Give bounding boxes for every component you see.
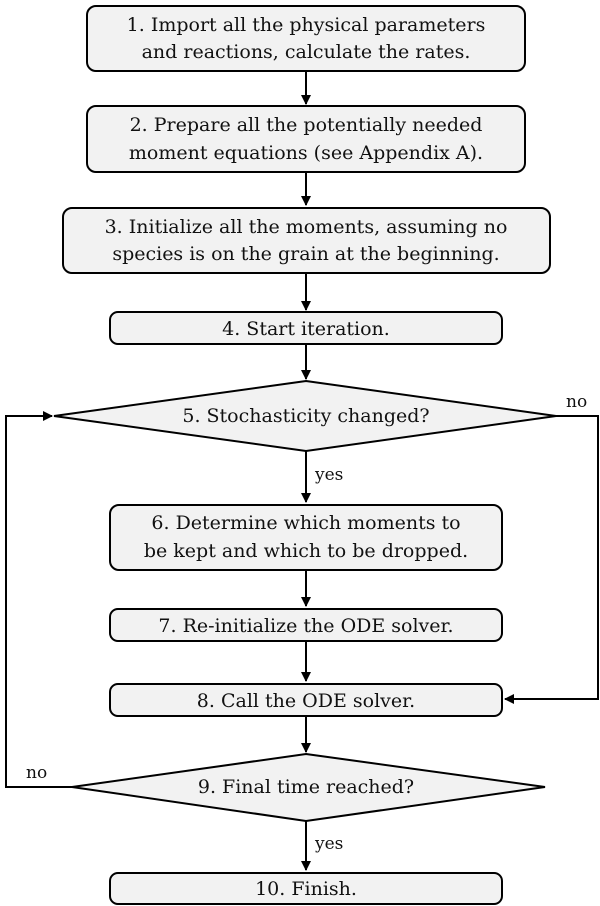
- step-3: 3. Initialize all the moments, assuming …: [62, 207, 551, 274]
- decision-5: 5. Stochasticity changed?: [53, 379, 557, 453]
- edge-5-8-no: [504, 415, 599, 704]
- step-3-line-2: species is on the grain at the beginning…: [112, 243, 499, 265]
- step-2-line-2: moment equations (see Appendix A).: [129, 142, 483, 164]
- step-10-line-1: 10. Finish.: [255, 878, 357, 900]
- step-7-line-1: 7. Re-initialize the ODE solver.: [158, 615, 453, 637]
- label-d5-yes: yes: [314, 465, 343, 485]
- step-7: 7. Re-initialize the ODE solver.: [109, 608, 503, 642]
- decision-9: 9. Final time reached?: [71, 752, 546, 823]
- step-6-line-2: be kept and which to be dropped.: [144, 540, 468, 562]
- step-2-line-1: 2. Prepare all the potentially needed: [130, 114, 483, 136]
- step-6: 6. Determine which moments to be kept an…: [109, 504, 503, 571]
- label-d9-yes: yes: [314, 834, 343, 854]
- step-1-line-1: 1. Import all the physical parameters: [127, 14, 486, 36]
- step-6-line-1: 6. Determine which moments to: [151, 512, 460, 534]
- step-4: 4. Start iteration.: [109, 311, 503, 345]
- step-3-line-1: 3. Initialize all the moments, assuming …: [105, 216, 508, 238]
- step-1: 1. Import all the physical parameters an…: [86, 5, 526, 72]
- decision-5-text: 5. Stochasticity changed?: [182, 405, 429, 427]
- edges: [5, 71, 599, 871]
- step-2: 2. Prepare all the potentially needed mo…: [86, 105, 526, 173]
- step-8-line-1: 8. Call the ODE solver.: [197, 690, 415, 712]
- step-10: 10. Finish.: [109, 872, 503, 905]
- step-8: 8. Call the ODE solver.: [109, 683, 503, 717]
- label-d9-no: no: [26, 763, 47, 783]
- decision-9-text: 9. Final time reached?: [198, 776, 414, 798]
- edge-9-5-no: [5, 411, 72, 788]
- label-d5-no: no: [566, 392, 587, 412]
- step-4-line-1: 4. Start iteration.: [222, 318, 390, 340]
- step-1-line-2: and reactions, calculate the rates.: [142, 41, 471, 63]
